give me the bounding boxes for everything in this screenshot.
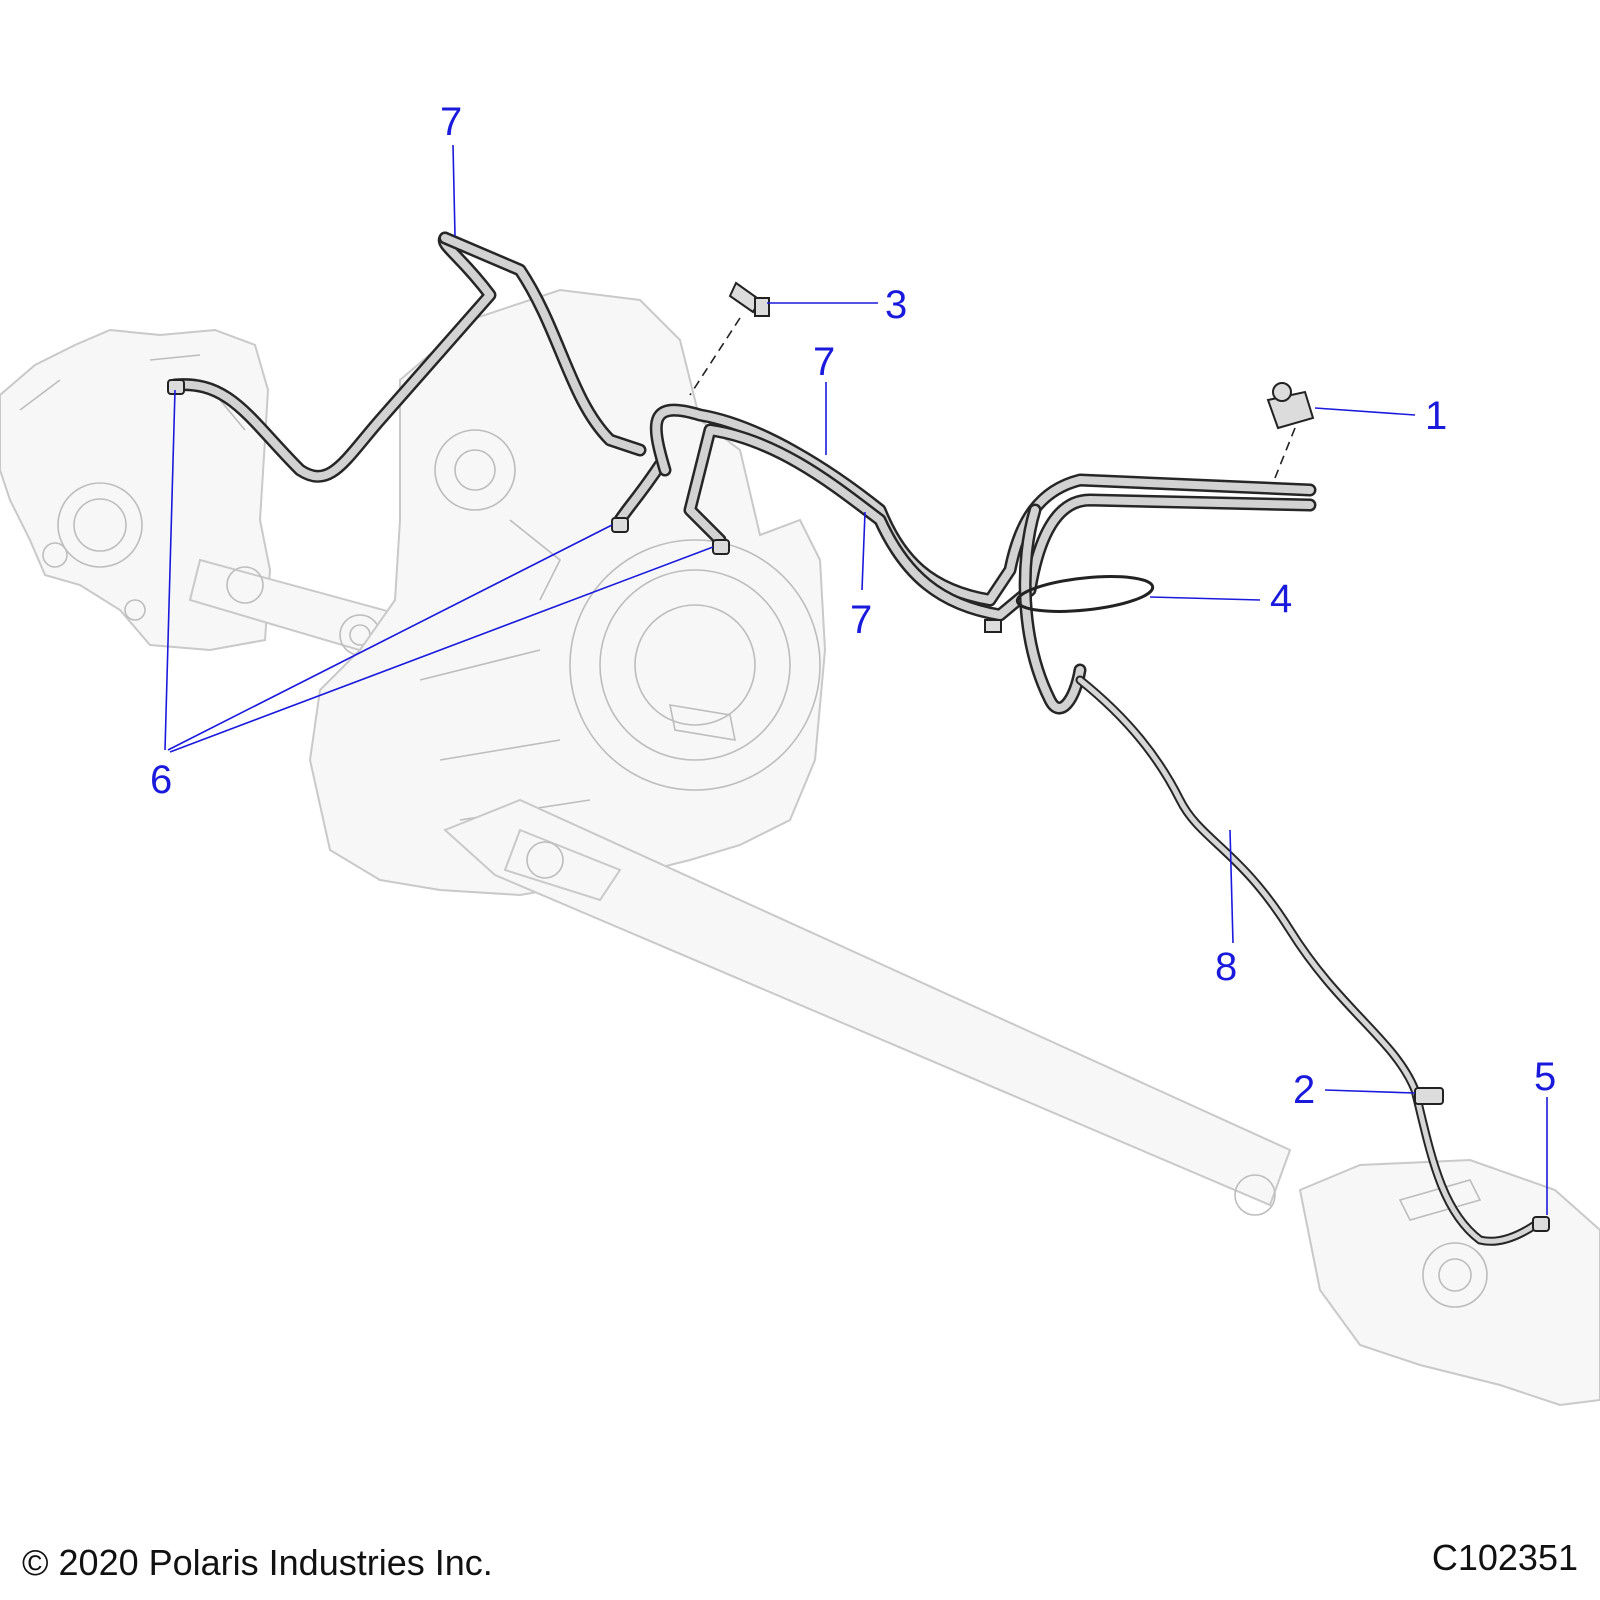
hose-clamp (1266, 382, 1315, 479)
hose-clip (1414, 1087, 1444, 1105)
callout-8: 8 (1215, 945, 1237, 989)
transmission-housing (308, 288, 827, 897)
figure-id: C102351 (1432, 1537, 1578, 1578)
cable-tie (984, 575, 1155, 633)
small-hose-clamps (167, 379, 1550, 1232)
callout-3: 3 (885, 283, 907, 327)
vent-fitting (689, 281, 770, 396)
front-gearcase (1298, 1158, 1600, 1407)
callout-7-top: 7 (440, 100, 462, 144)
vent-hose-assembly (168, 231, 1317, 715)
callout-7-lower: 7 (850, 598, 872, 642)
callout-7-middle: 7 (813, 340, 835, 384)
copyright-text: © 2020 Polaris Industries Inc. (22, 1542, 493, 1583)
callout-1: 1 (1425, 394, 1447, 438)
cable-tie-head (984, 619, 1002, 633)
callout-2: 2 (1293, 1068, 1315, 1112)
callout-6: 6 (150, 758, 172, 802)
front-propshaft (443, 798, 1292, 1216)
front-vent-hose (1075, 675, 1540, 1246)
callout-4: 4 (1270, 577, 1292, 621)
leader-lines (164, 144, 1548, 1215)
callout-5: 5 (1534, 1055, 1556, 1099)
